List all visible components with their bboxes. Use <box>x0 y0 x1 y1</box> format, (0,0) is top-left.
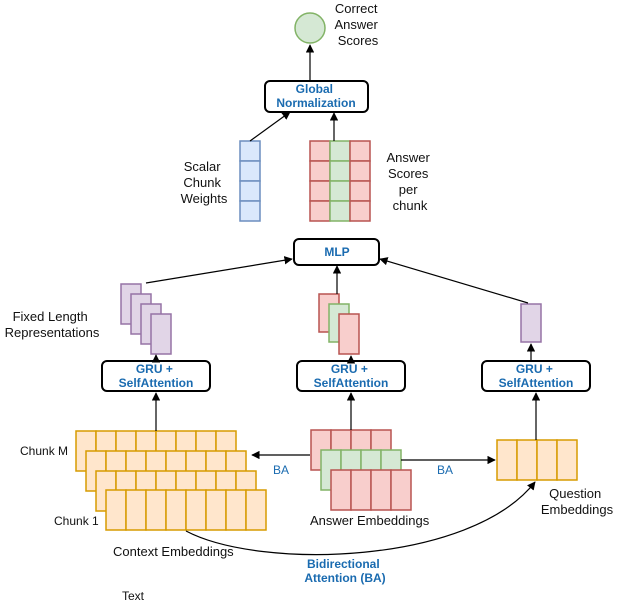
scalar-weights-column <box>239 140 261 222</box>
gru-mid-label: GRU + SelfAttention <box>314 362 389 390</box>
answer-embeddings-label: Answer Embeddings <box>310 513 430 528</box>
answer-scores-label: Answer Scores per chunk <box>387 150 434 213</box>
right-representation <box>520 303 542 343</box>
footer-text: Text <box>122 589 145 603</box>
answer-scores-matrix <box>309 140 371 222</box>
mlp-label: MLP <box>324 245 349 259</box>
question-embeddings-row <box>496 439 578 481</box>
chunk-row-1 <box>105 489 267 531</box>
edge-rightrep-to-mlp <box>379 257 529 304</box>
context-embeddings-label: Context Embeddings <box>113 544 234 559</box>
scalar-weights-label: Scalar Chunk Weights <box>181 159 228 206</box>
edges <box>145 44 541 556</box>
question-embeddings-label: Question Embeddings <box>541 486 614 517</box>
left-representation-stack <box>120 283 172 355</box>
answer-embeddings-stack <box>310 429 412 511</box>
global-normalization-label: Global Normalization <box>276 82 355 110</box>
chunk-1-label: Chunk 1 <box>54 514 99 528</box>
edge-weights-to-norm <box>249 111 291 142</box>
bidirectional-attention-label: Bidirectional Attention (BA) <box>304 557 385 585</box>
global-normalization-box <box>264 80 369 113</box>
chunk-m-label: Chunk M <box>20 444 68 458</box>
mlp-box <box>293 238 380 266</box>
gru-right-box <box>481 360 591 392</box>
output-label: Correct Answer Scores <box>335 1 382 48</box>
edge-bidirectional-curve <box>185 481 536 556</box>
mid-representation-stack <box>318 293 360 355</box>
ba-right-label: BA <box>437 463 453 477</box>
output-node <box>294 12 326 44</box>
context-embeddings-stack <box>75 430 267 531</box>
fixed-length-label: Fixed Length Representations <box>5 309 100 340</box>
edge-leftrep-to-mlp <box>145 256 293 284</box>
gru-left-label: GRU + SelfAttention <box>119 362 194 390</box>
ba-left-label: BA <box>273 463 289 477</box>
gru-right-label: GRU + SelfAttention <box>499 362 574 390</box>
